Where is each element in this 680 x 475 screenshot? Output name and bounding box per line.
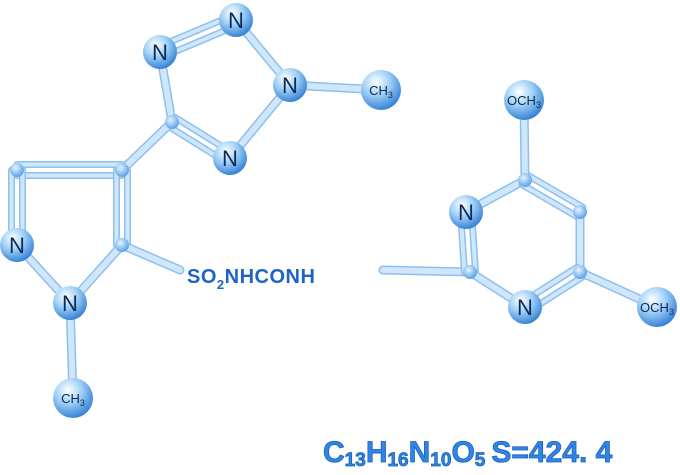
- group-main: OCH: [640, 300, 669, 315]
- tetrazole-n-left-label: N: [152, 40, 168, 65]
- carbon-node: [10, 163, 24, 177]
- group-main: CH: [369, 83, 388, 98]
- formula-n: N: [409, 436, 431, 469]
- pyrimidine-n-bottom-label: N: [517, 295, 533, 320]
- tetrazole-methyl-label: CH3: [369, 83, 393, 100]
- methoxy-bottom-label: OCH3: [640, 300, 674, 317]
- pyrazole-n-methyl-sphere: [53, 286, 87, 320]
- formula-o-count: 5: [475, 450, 486, 471]
- linker-subscript: 2: [217, 277, 225, 292]
- formula-h-count: 16: [387, 450, 408, 471]
- group-subscript: 3: [80, 398, 85, 408]
- carbon-node: [165, 115, 179, 129]
- group-subscript: 3: [388, 90, 393, 100]
- carbon-node: [463, 265, 477, 279]
- bond-line: [119, 242, 183, 273]
- carbon-node: [115, 238, 129, 252]
- carbon-node: [115, 163, 129, 177]
- bond-line: [380, 267, 473, 275]
- tetrazole-n-bottom-sphere: [213, 141, 247, 175]
- pyrimidine-n-bottom-sphere: [508, 290, 542, 324]
- group-subscript: 3: [669, 307, 674, 317]
- tetrazole-methyl-sphere: [361, 70, 401, 110]
- tetrazole-n-top-sphere: [219, 3, 253, 37]
- formula-o: O: [451, 436, 474, 469]
- sulfonylurea-linker-label: SO2NHCONH: [187, 266, 315, 292]
- formula-n-count: 10: [430, 450, 451, 471]
- pyrazole-n-methyl-label: N: [62, 291, 78, 316]
- tetrazole-n-bottom-label: N: [222, 146, 238, 171]
- tetrazole-n-top-label: N: [228, 8, 244, 33]
- pyrazole-n-left-label: N: [9, 233, 25, 258]
- carbon-node: [518, 173, 532, 187]
- linker-part-a: SO: [187, 266, 217, 288]
- formula-c: C: [323, 436, 345, 469]
- group-main: CH: [61, 391, 80, 406]
- carbon-node: [573, 265, 587, 279]
- bond-line: [520, 182, 580, 219]
- carbon-node: [573, 205, 587, 219]
- methoxy-bottom-sphere: [637, 287, 677, 327]
- formula-s-mw: S=424. 4: [491, 436, 612, 469]
- group-subscript: 3: [536, 100, 541, 110]
- carbon-nodes: [10, 115, 587, 279]
- tetrazole-n-methyl-sphere: [273, 68, 307, 102]
- pyrimidine-n-top-sphere: [449, 195, 483, 229]
- formula-c-count: 13: [345, 450, 366, 471]
- atom-spheres: [0, 3, 677, 418]
- bond-line: [525, 173, 585, 210]
- tetrazole-n-left-sphere: [143, 35, 177, 69]
- methoxy-top-label: OCH3: [507, 93, 541, 110]
- pyrimidine-n-top-label: N: [458, 200, 474, 225]
- methoxy-top-sphere: [504, 80, 544, 120]
- bonds: [8, 11, 662, 403]
- bond-line: [119, 119, 175, 173]
- pyrazole-methyl-label: CH3: [61, 391, 85, 408]
- tetrazole-n-methyl-label: N: [282, 73, 298, 98]
- pyrazole-methyl-sphere: [53, 378, 93, 418]
- group-main: OCH: [507, 93, 536, 108]
- pyrazole-n-left-sphere: [0, 228, 34, 262]
- formula-h: H: [366, 436, 388, 469]
- linker-part-b: NHCONH: [225, 266, 316, 288]
